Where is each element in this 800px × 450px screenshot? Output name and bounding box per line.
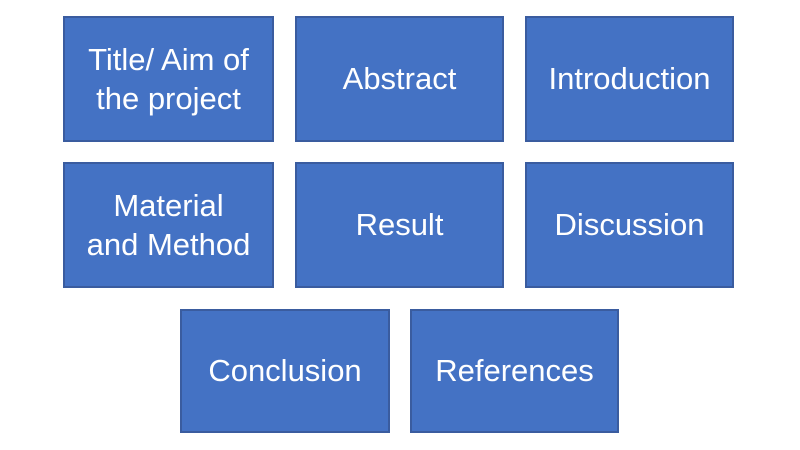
box-conclusion-label: Conclusion <box>208 353 362 389</box>
box-introduction: Introduction <box>525 16 734 142</box>
box-title-aim-of-project-label: Title/ Aim of the project <box>88 41 249 116</box>
box-references: References <box>410 309 619 433</box>
box-abstract-label: Abstract <box>342 61 457 97</box>
box-result-label: Result <box>355 207 444 243</box>
box-result: Result <box>295 162 504 288</box>
box-material-and-method: Material and Method <box>63 162 274 288</box>
box-title-aim-of-project: Title/ Aim of the project <box>63 16 274 142</box>
box-material-and-method-label: Material and Method <box>86 187 251 262</box>
box-abstract: Abstract <box>295 16 504 142</box>
box-discussion-label: Discussion <box>554 207 705 243</box>
box-introduction-label: Introduction <box>548 61 711 97</box>
box-conclusion: Conclusion <box>180 309 390 433</box>
box-references-label: References <box>435 353 594 389</box>
box-discussion: Discussion <box>525 162 734 288</box>
